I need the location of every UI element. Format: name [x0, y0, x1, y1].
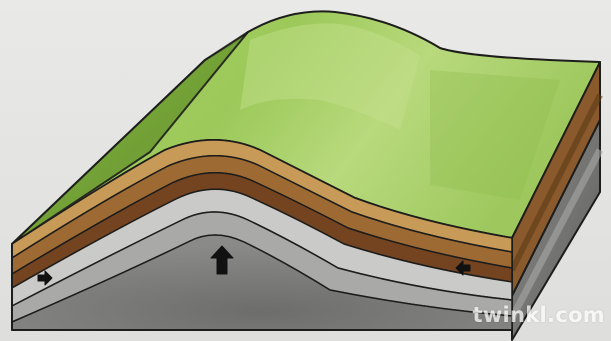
- bottom-edge: [12, 330, 512, 340]
- twinkl-watermark: twinkl.com: [473, 303, 606, 327]
